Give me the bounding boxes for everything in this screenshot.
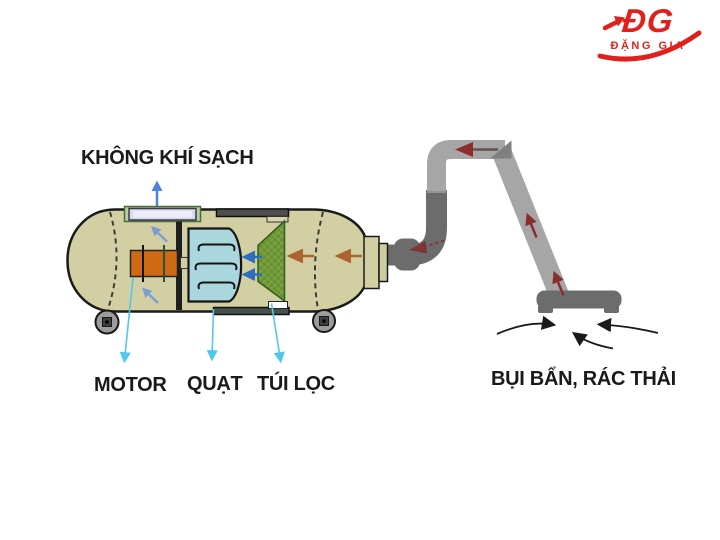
filter-bag-cone [257, 219, 288, 309]
brand-monogram: ĐG [620, 2, 676, 39]
fan-impeller [187, 227, 243, 303]
filter-top-mount [266, 216, 289, 223]
leader-lines [119, 277, 285, 364]
wheel-right [312, 309, 336, 333]
label-filter-bag: TÚI LỌC [257, 373, 335, 395]
clean-air-arrow [151, 180, 163, 206]
suction-arrows [496, 315, 659, 350]
flow-arrow-pipe-top [455, 142, 498, 157]
flow-arrow-to-fan-upper [241, 250, 262, 264]
wheel-left [94, 309, 120, 335]
leader-fan [206, 308, 218, 362]
leader-filter [270, 303, 285, 364]
inlet-collar [363, 235, 389, 290]
tank-seam-left [107, 211, 118, 310]
label-motor: MOTOR [94, 374, 167, 396]
flow-arrow-inlet-right [334, 248, 362, 264]
partition-wall [176, 221, 182, 310]
fan-blade [194, 262, 238, 271]
tank-seam-right [313, 211, 324, 311]
label-fan: QUẠT [187, 373, 243, 395]
logo-arrow-shaft [602, 19, 620, 31]
motor-block [129, 245, 179, 282]
filter-bottom-mount [268, 301, 288, 309]
exhaust-vent [123, 205, 202, 223]
flow-arrow-to-fan-lower [241, 268, 262, 281]
brand-name: ĐẶNG GIA [610, 40, 686, 52]
flow-arrow-exhaust-upper [151, 226, 168, 243]
flow-arrow-exhaust-lower [142, 287, 159, 304]
brand-swoosh [597, 16, 702, 62]
logo-arrow-head [614, 16, 625, 27]
top-rail [215, 208, 290, 218]
flow-arrow-inlet-left [286, 248, 314, 264]
brand-logo: ĐG ĐẶNG GIA [592, 2, 704, 66]
floor-nozzle [536, 290, 622, 313]
flow-arrow-pipe-diagonal-lower [552, 270, 565, 296]
label-dust-waste: BỤI BẨN, RÁC THẢI [491, 368, 676, 390]
flow-arrow-pipe-inlet [409, 238, 448, 254]
pipe-coupling [394, 238, 420, 271]
fan-blade [197, 281, 236, 290]
flow-arrow-pipe-diagonal-upper [525, 212, 538, 238]
fan-blade [197, 243, 236, 252]
leader-motor [119, 277, 134, 364]
suction-pipe [382, 140, 622, 313]
label-clean-air: KHÔNG KHÍ SẠCH [81, 147, 254, 169]
pipe-miter [490, 140, 512, 159]
